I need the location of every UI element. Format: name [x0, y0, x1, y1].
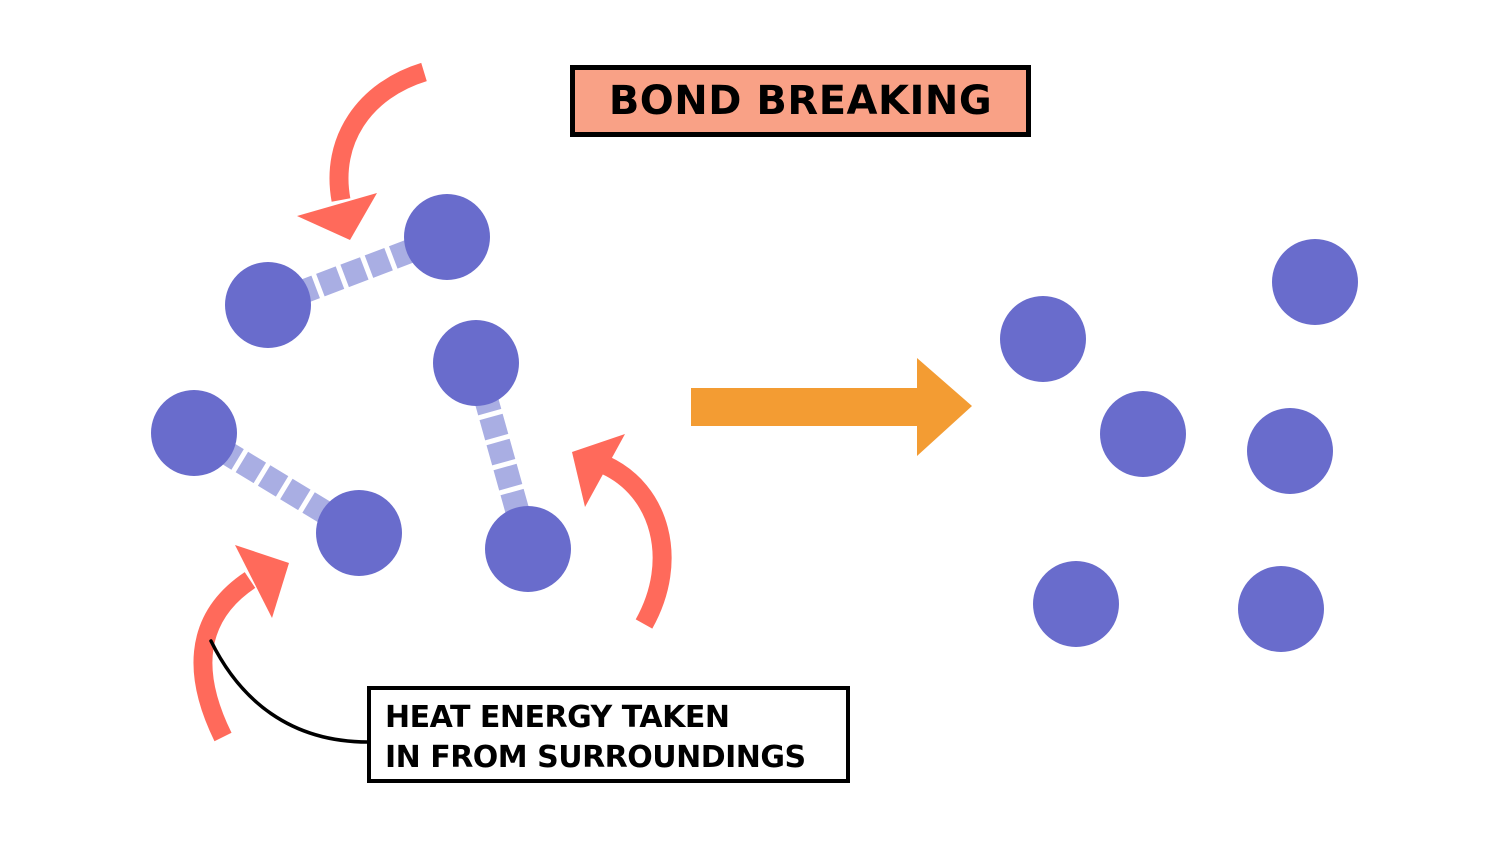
free-atom-6 [1238, 566, 1324, 652]
atom-molecule-1-b [404, 194, 490, 280]
callout-line [209, 639, 370, 744]
title-box: BOND BREAKING [570, 65, 1031, 137]
atom-molecule-1-a [225, 262, 311, 348]
reaction-arrow-icon [691, 358, 972, 456]
free-atom-1 [1000, 296, 1086, 382]
free-atom-5 [1033, 561, 1119, 647]
label-line-1: HEAT ENERGY TAKEN [385, 700, 730, 735]
heat-energy-label: HEAT ENERGY TAKEN IN FROM SURROUNDINGS [367, 686, 850, 783]
atom-molecule-2-b [316, 490, 402, 576]
free-atom-3 [1100, 391, 1186, 477]
heat-arrow-icon [193, 545, 289, 742]
heat-arrow-icon [297, 62, 427, 240]
atom-molecule-3-b [485, 506, 571, 592]
free-atom-4 [1247, 408, 1333, 494]
atom-molecule-3-a [433, 320, 519, 406]
heat-arrow-icon [572, 434, 672, 629]
diagram-title: BOND BREAKING [608, 78, 993, 124]
label-line-2: IN FROM SURROUNDINGS [385, 740, 806, 775]
atom-molecule-2-a [151, 390, 237, 476]
free-atom-2 [1272, 239, 1358, 325]
